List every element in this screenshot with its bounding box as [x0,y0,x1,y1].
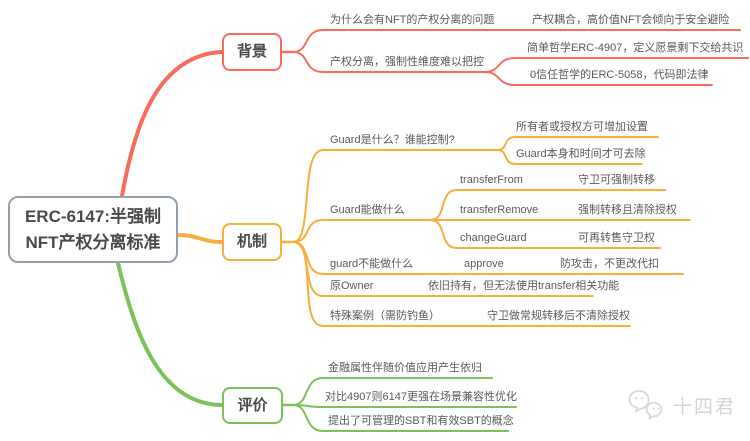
branch-line-root-to-mechanism [176,233,223,244]
leaf-change-guard-desc[interactable]: 可再转售守卫权 [578,232,655,244]
line-property-split [292,51,485,73]
line-eval-p3 [292,404,509,432]
leaf-eval-p3[interactable]: 提出了可管理的SBT和有效SBT的概念 [328,415,514,427]
leaf-transfer-from[interactable]: transferFrom [460,174,523,186]
leaf-eval-p1[interactable]: 金融属性伴随价值应用产生依归 [328,362,482,374]
leaf-owner[interactable]: 原Owner [330,280,374,292]
branch-line-root-to-evaluation [116,261,223,407]
leaf-special-case[interactable]: 特殊案例（需防钓鱼） [330,310,440,322]
leaf-transfer-from-desc[interactable]: 守卫可强制转移 [578,174,655,186]
leaf-why-nft-question[interactable]: 为什么会有NFT的产权分离的问题 [330,14,495,26]
leaf-change-guard[interactable]: changeGuard [460,232,527,244]
leaf-approve[interactable]: approve [464,258,504,270]
leaf-eval-p2[interactable]: 对比4907则6147更强在场景兼容性优化 [325,391,517,403]
line-eval-p1 [292,377,493,406]
branch-label-mechanism: 机制 [236,233,267,250]
line-guard-what [292,149,499,243]
leaf-guard-what[interactable]: Guard是什么？谁能控制? [330,134,455,146]
wechat-bubbles-icon [628,389,663,421]
branch-node-background[interactable]: 背景 [222,33,282,71]
line-why-nft-question [292,29,741,53]
leaf-transfer-remove-desc[interactable]: 强制转移且清除授权 [578,204,677,216]
leaf-erc4907[interactable]: 简单哲学ERC-4907，定义愿景剩下交给共识 [527,42,744,54]
branch-line-root-to-background [120,50,223,198]
branch-label-evaluation: 评价 [237,396,268,414]
root-title-line2: NFT产权分离标准 [25,232,161,252]
leaf-guard-what-child2[interactable]: Guard本身和时间才可去除 [516,148,646,160]
line-special-case [292,241,631,327]
leaf-property-split[interactable]: 产权分离，强制性维度难以把控 [330,56,484,68]
line-guard-what-child2 [497,149,643,165]
line-transfer-from [429,189,666,221]
line-change-guard [429,219,661,249]
line-guard-can [292,219,431,243]
branch-node-mechanism[interactable]: 机制 [222,223,282,261]
root-title-line1: ERC-6147:半强制 [24,206,162,226]
watermark-text: 十四君 [673,396,737,418]
leaf-transfer-remove[interactable]: transferRemove [460,204,539,216]
root-node[interactable]: ERC-6147:半强制 NFT产权分离标准 [8,196,178,263]
leaf-erc5058[interactable]: 0信任哲学的ERC-5058，代码即法律 [530,69,709,81]
leaf-property-coupling[interactable]: 产权耦合，高价值NFT会倾向于安全避险 [532,14,730,26]
branch-label-background: 背景 [236,43,267,60]
leaf-guard-what-child1[interactable]: 所有者或授权方可增加设置 [516,121,648,133]
leaf-guard-cannot[interactable]: guard不能做什么 [330,258,414,270]
leaf-approve-desc[interactable]: 防攻击，不更改代扣 [560,258,659,270]
line-eval-p2 [292,404,517,408]
line-erc5058 [483,71,713,86]
watermark: 十四君 [628,389,736,421]
leaf-guard-can[interactable]: Guard能做什么 [330,204,405,216]
branch-node-evaluation[interactable]: 评价 [222,387,283,424]
leaf-special-case-desc[interactable]: 守卫做常规转移后不清除授权 [487,310,630,322]
leaf-owner-desc[interactable]: 依旧持有，但无法使用transfer相关功能 [428,280,620,292]
